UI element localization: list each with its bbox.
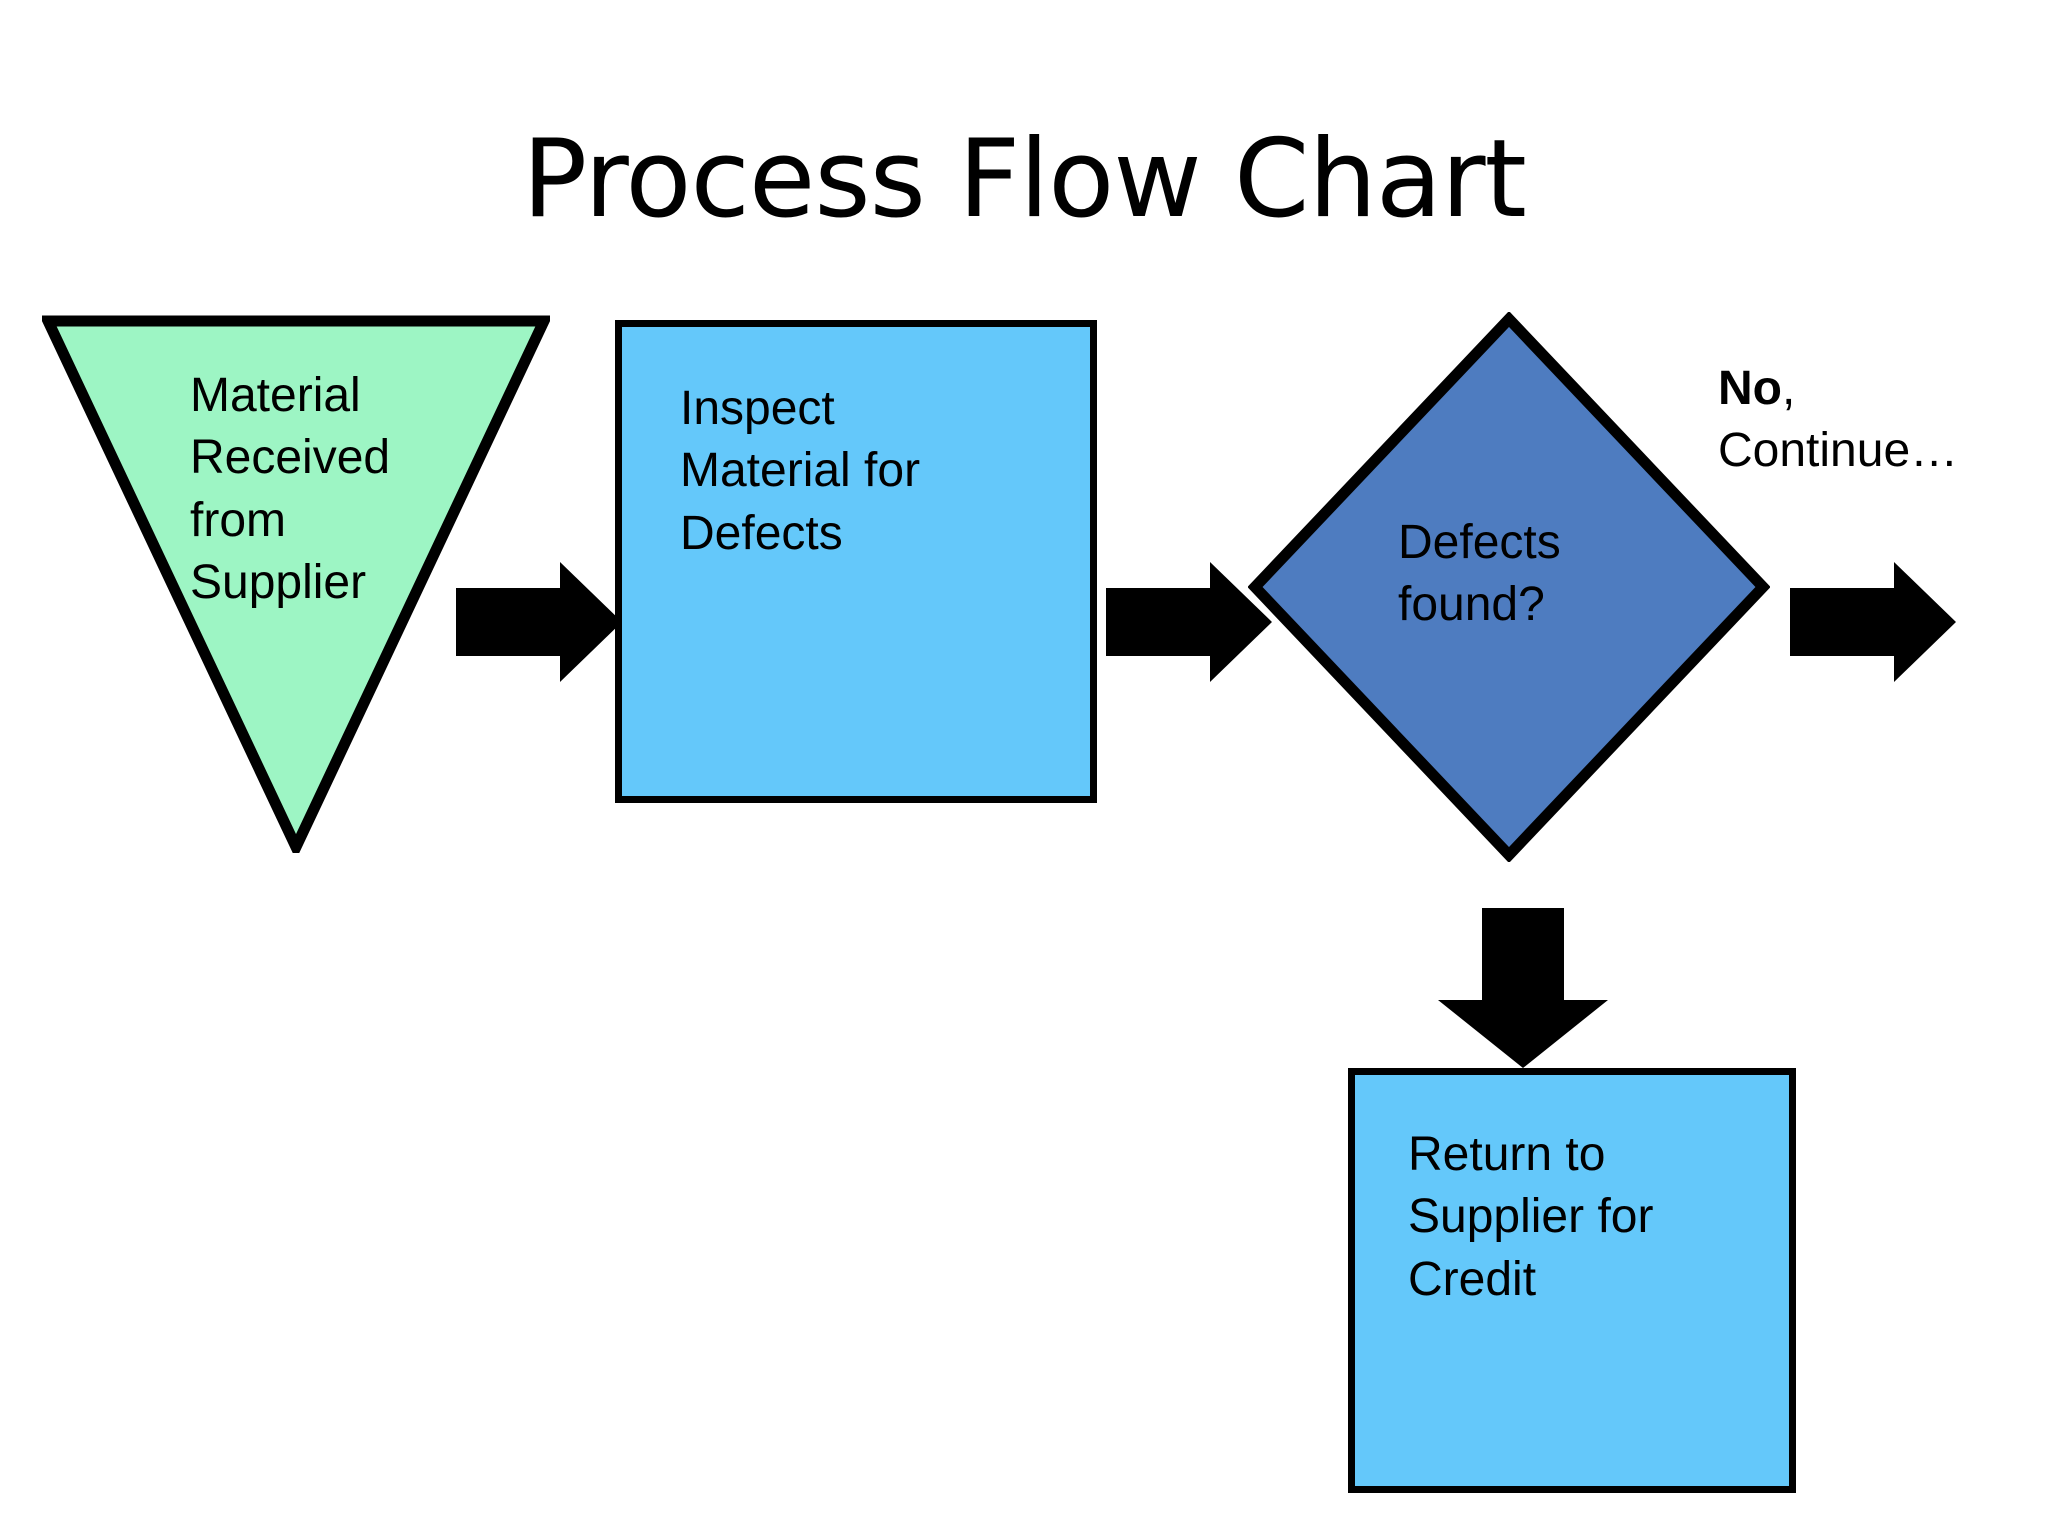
arrow-inspect-to-decision-icon bbox=[1106, 562, 1272, 682]
branch-label-no-continuation: Continue… bbox=[1718, 424, 1959, 478]
node-return-to-supplier[interactable] bbox=[1348, 1068, 1796, 1493]
branch-label-no: No, Continue… bbox=[1718, 358, 2048, 483]
node-inspect-material-label: Inspect Material for Defects bbox=[680, 382, 921, 560]
branch-label-no-emphasis: No bbox=[1718, 362, 1782, 415]
node-return-to-supplier-label: Return to Supplier for Credit bbox=[1408, 1128, 1654, 1306]
node-defects-found[interactable] bbox=[1248, 312, 1770, 862]
arrow-decision-to-return-icon bbox=[1438, 908, 1608, 1068]
arrow-start-to-inspect-icon bbox=[456, 562, 622, 682]
node-inspect-material[interactable] bbox=[615, 320, 1097, 803]
branch-label-no-comma: , bbox=[1781, 362, 1796, 415]
node-defects-found-label: Defects found? bbox=[1398, 516, 1561, 632]
node-material-received-label: Material Received from Supplier bbox=[190, 369, 391, 610]
diamond-shape bbox=[1248, 312, 1770, 862]
page-title: Process Flow Chart bbox=[522, 117, 1527, 242]
inverted-triangle-shape bbox=[42, 315, 550, 853]
arrow-decision-to-continue-icon bbox=[1790, 562, 1956, 682]
node-material-received[interactable] bbox=[42, 315, 550, 853]
